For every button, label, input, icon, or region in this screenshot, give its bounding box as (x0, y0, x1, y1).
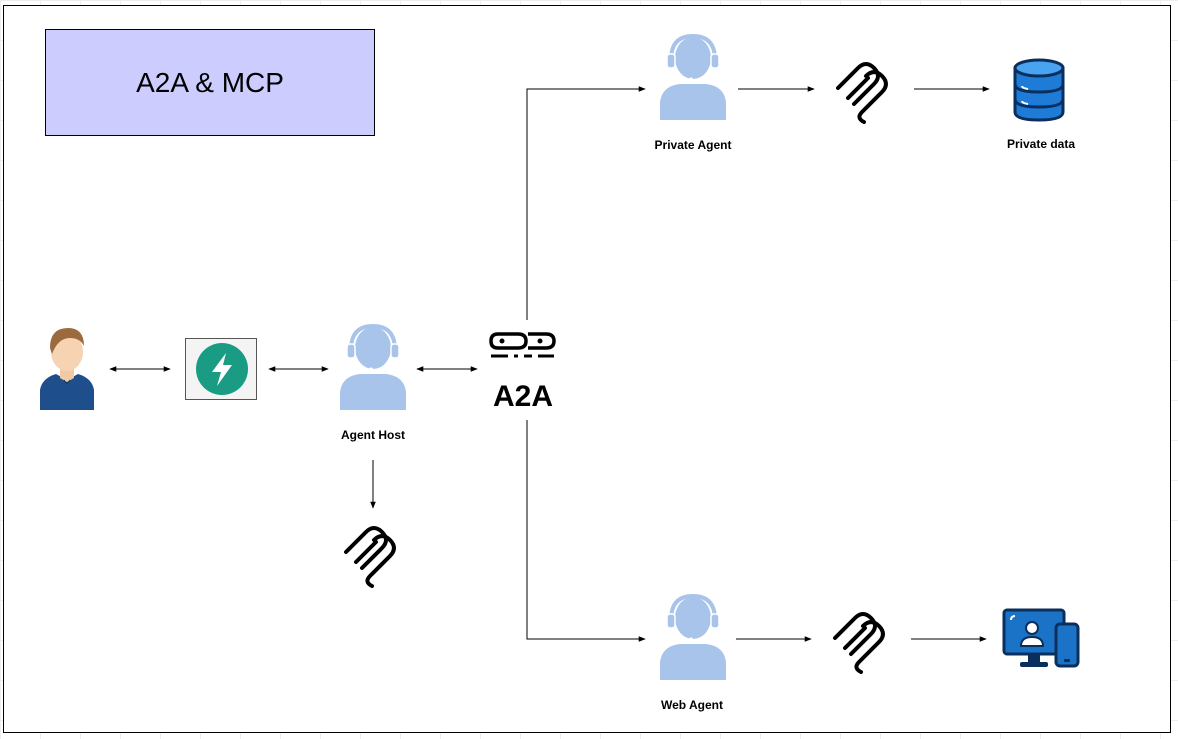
agent-host-label: Agent Host (341, 428, 405, 442)
web-agent-label: Web Agent (661, 698, 723, 712)
database-icon (1013, 58, 1065, 122)
mcp-logo-icon (344, 526, 396, 588)
private-agent-icon (660, 33, 726, 120)
private-data-label: Private data (1006, 137, 1076, 151)
private-agent-label: Private Agent (654, 138, 732, 152)
arrow-a2a-web-agent (526, 420, 646, 642)
web-agent-icon (660, 593, 726, 680)
monitor-phone-icon (1002, 608, 1080, 668)
mcp-logo-icon (833, 612, 885, 674)
agent-host-icon (340, 323, 406, 410)
a2a-logo-text: A2A (493, 380, 553, 412)
bolt-badge-icon (196, 343, 248, 395)
gateway-box (185, 338, 257, 400)
user-avatar-icon (40, 328, 94, 410)
diagram-title: A2A & MCP (45, 29, 375, 136)
mcp-logo-icon (836, 62, 888, 124)
arrow-a2a-private-agent (526, 86, 646, 320)
a2a-logo-icon: A2A (489, 332, 556, 412)
